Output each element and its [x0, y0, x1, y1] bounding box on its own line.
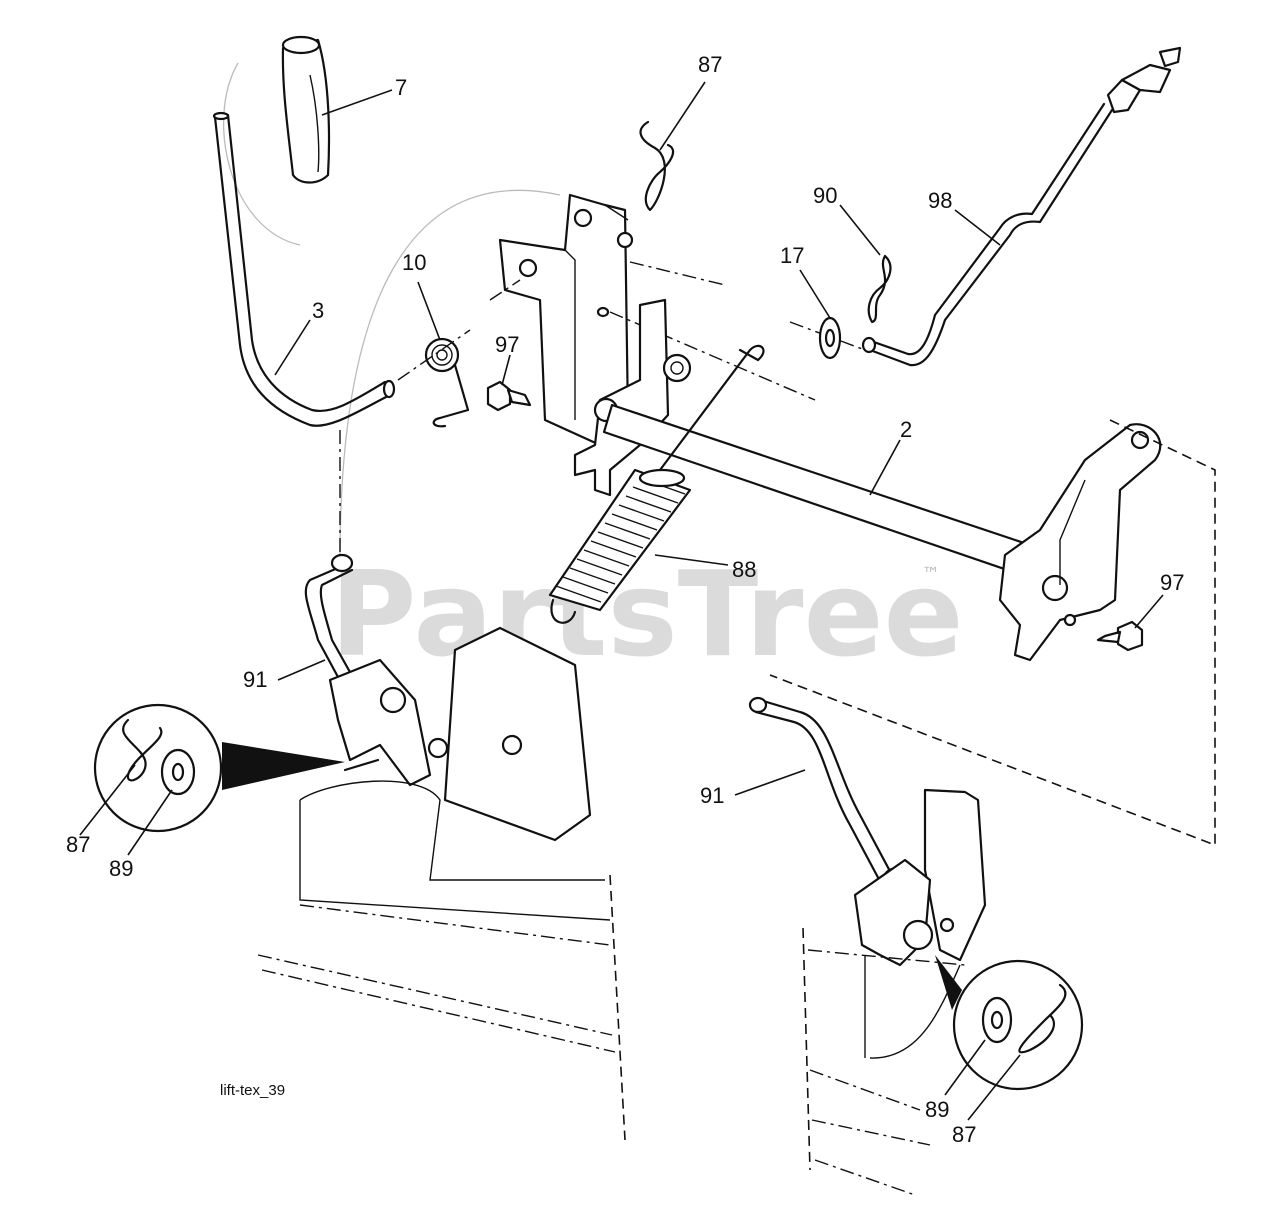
- handle-grip-part: [281, 35, 331, 184]
- detail-inset-right: [935, 955, 1084, 1091]
- washer-17-part: [818, 316, 842, 360]
- alignment-line: [257, 954, 613, 1036]
- mounting-bracket-part: [498, 193, 634, 447]
- callout-10: 10: [402, 250, 426, 275]
- callout-97-right: 97: [1160, 570, 1184, 595]
- leader-10: [417, 281, 441, 341]
- leader-3: [274, 319, 311, 376]
- detail-inset-left: [93, 703, 345, 833]
- leader-97-right: [1134, 594, 1164, 629]
- lift-link-right-part: [748, 696, 914, 890]
- alignment-line: [811, 1119, 931, 1146]
- leader-97-left: [501, 354, 511, 386]
- leader-2: [869, 439, 901, 496]
- callout-2: 2: [900, 417, 912, 442]
- callout-17: 17: [780, 243, 804, 268]
- callout-97-left: 97: [495, 332, 519, 357]
- alignment-line: [609, 874, 626, 1141]
- callout-89-left: 89: [109, 856, 133, 881]
- leader-17: [799, 269, 831, 319]
- alignment-line: [814, 1159, 916, 1196]
- deck-outline: [769, 419, 1216, 847]
- watermark-trademark: ™: [922, 564, 940, 585]
- torsion-spring-part: [424, 337, 470, 428]
- callout-3: 3: [312, 298, 324, 323]
- callout-91-right: 91: [700, 783, 724, 808]
- left-deck-body: [299, 780, 611, 921]
- watermark: PartsTree: [330, 545, 964, 683]
- bolt-right-part: [1096, 620, 1144, 652]
- callout-87-top: 87: [698, 52, 722, 77]
- callout-87-left: 87: [66, 832, 90, 857]
- extension-spring-part: [548, 468, 692, 624]
- lever-swing-arc: [223, 62, 301, 246]
- leader-87-top: [659, 81, 706, 151]
- wire-link-part: [658, 344, 765, 472]
- alignment-line: [629, 261, 726, 286]
- leader-89-left: [127, 789, 173, 856]
- diagram-caption: lift-tex_39: [220, 1082, 285, 1099]
- callout-90: 90: [813, 183, 837, 208]
- leader-7: [321, 89, 393, 116]
- alignment-line: [397, 329, 471, 381]
- leader-87-left: [79, 764, 136, 836]
- right-deck-bracket-part: [853, 788, 987, 967]
- bolt-left-part: [486, 380, 532, 412]
- leader-90: [839, 204, 881, 256]
- adjustment-rod-part: [861, 46, 1182, 367]
- callout-98: 98: [928, 188, 952, 213]
- clip-90-part: [867, 254, 892, 324]
- leader-89-right: [944, 1039, 986, 1096]
- hairpin-clip-top-part: [639, 120, 675, 212]
- alignment-line: [809, 1069, 921, 1111]
- lift-path-arc: [339, 189, 561, 561]
- lift-lever-part: [212, 111, 396, 427]
- alignment-line: [802, 927, 811, 1171]
- alignment-line: [299, 904, 611, 946]
- leader-87-right: [967, 1054, 1021, 1121]
- right-lift-bracket-part: [998, 423, 1162, 662]
- leader-91-right: [734, 769, 806, 796]
- callout-88: 88: [732, 557, 756, 582]
- alignment-line: [261, 969, 616, 1053]
- callout-87-right: 87: [952, 1122, 976, 1147]
- left-deck-bracket-part: [328, 626, 592, 842]
- alignment-line: [489, 279, 521, 301]
- leader-98: [954, 209, 1001, 246]
- leader-88: [654, 554, 729, 566]
- callout-89-right: 89: [925, 1097, 949, 1122]
- callout-7: 7: [395, 75, 407, 100]
- leader-91-left: [277, 659, 326, 681]
- callout-91-left: 91: [243, 667, 267, 692]
